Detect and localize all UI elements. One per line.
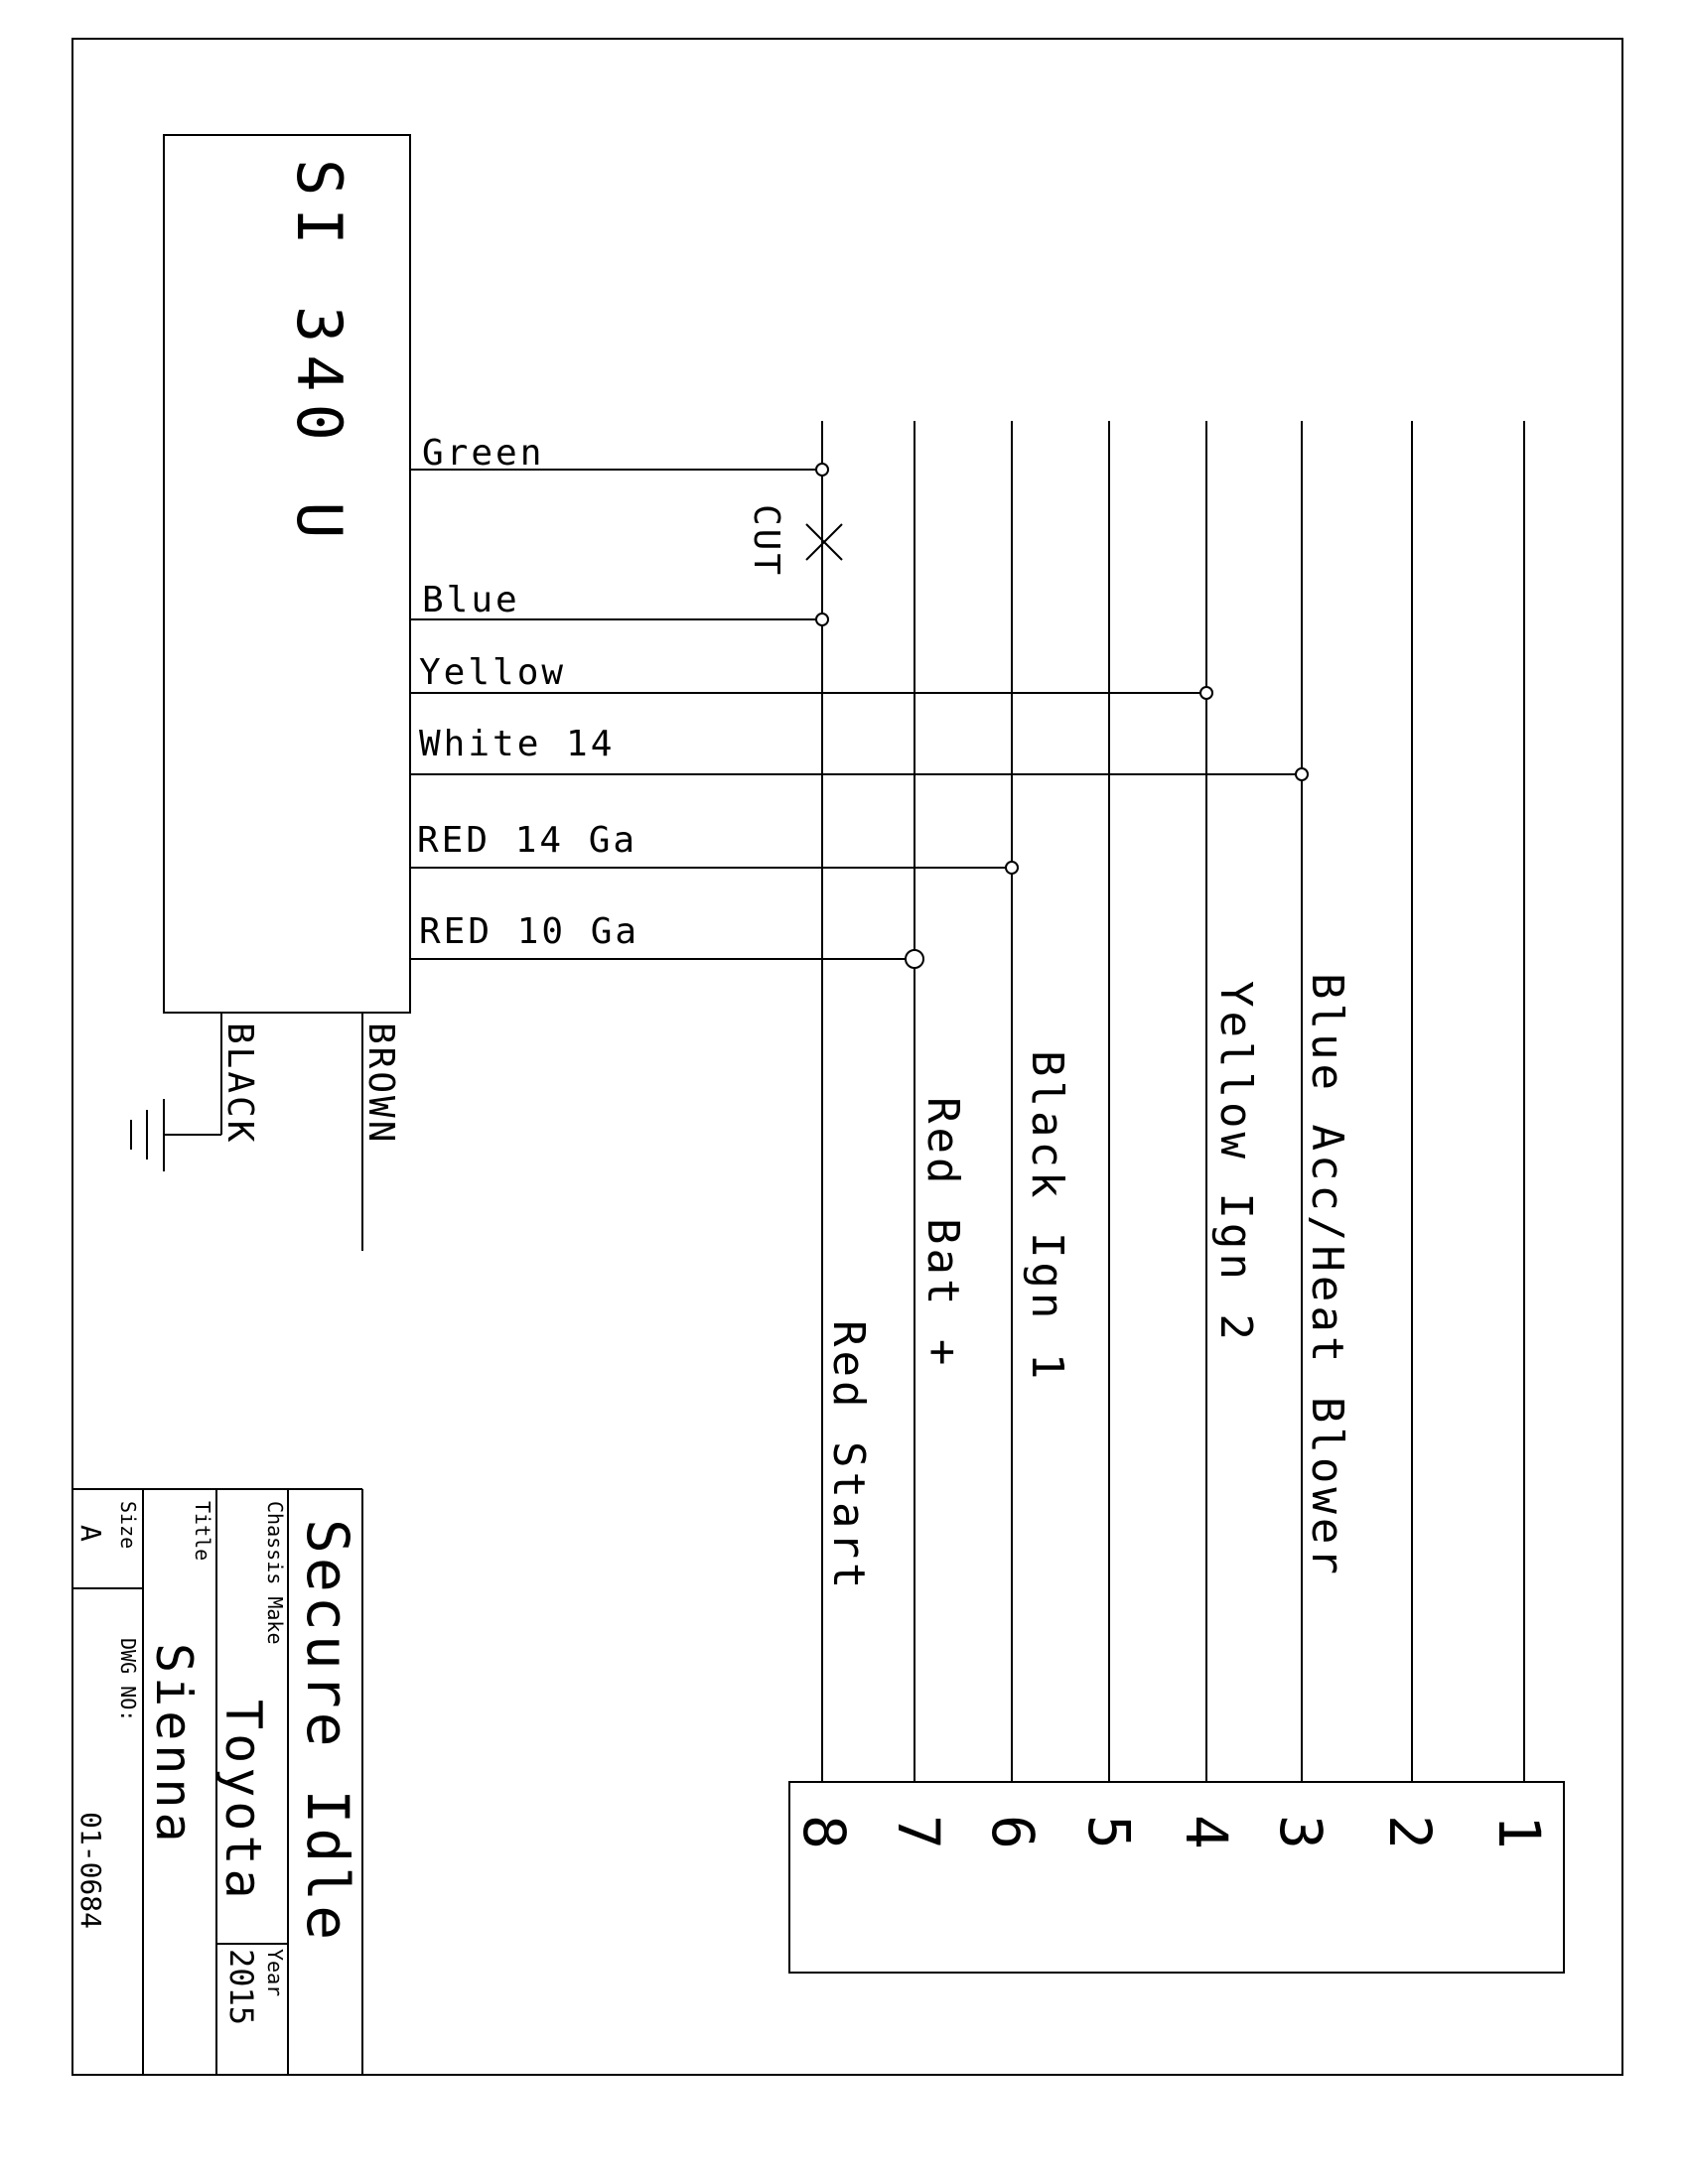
module-box (163, 134, 411, 1014)
pin-label: 5 (1075, 1815, 1143, 1849)
label-blue-acc: Blue Acc/Heat Blower (1302, 973, 1352, 1578)
title-title-label: Title (191, 1501, 214, 1561)
pin-label: 8 (790, 1815, 858, 1849)
connector-pins: 8 7 6 5 4 3 2 1 (790, 1815, 1553, 1849)
label-red10: RED 10 Ga (419, 911, 639, 952)
connector-box (788, 1781, 1565, 1974)
title-block (72, 1488, 363, 2075)
splice-red14 (1005, 861, 1019, 875)
label-black: BLACK (219, 1023, 260, 1145)
label-blue: Blue (422, 580, 520, 620)
label-white: White 14 (419, 724, 615, 764)
splice-red10 (905, 949, 924, 969)
splice-blue (815, 613, 829, 626)
title-size: A (74, 1525, 107, 1542)
title-year-label: Year (263, 1949, 287, 1996)
title-dwg-no-label: DWG NO: (116, 1638, 140, 1721)
label-red-start: Red Start (823, 1320, 874, 1592)
pin-label: 4 (1173, 1815, 1240, 1849)
splice-green (815, 463, 829, 477)
title-year: 2015 (222, 1949, 260, 2025)
pin-label: 6 (979, 1815, 1047, 1849)
label-brown: BROWN (360, 1023, 401, 1145)
label-green: Green (422, 433, 544, 474)
module-name: SI 340 U (283, 159, 355, 551)
title-dwg-no: 01-0684 (74, 1812, 107, 1929)
label-red14: RED 14 Ga (417, 820, 637, 861)
pin-label: 1 (1485, 1815, 1553, 1849)
splice-white (1295, 767, 1309, 781)
label-black-ign1: Black Ign 1 (1022, 1050, 1072, 1383)
splice-yellow (1199, 686, 1213, 700)
drawing-border (71, 38, 1623, 2076)
title-chassis-make: Toyota (214, 1700, 272, 1903)
label-yellow: Yellow (419, 652, 566, 693)
label-red-bat: Red Bat + (917, 1097, 968, 1369)
label-yellow-ign2: Yellow Ign 2 (1210, 981, 1261, 1344)
pin-label: 2 (1376, 1815, 1444, 1849)
title-title: Sienna (145, 1643, 203, 1846)
pin-label: 7 (885, 1815, 952, 1849)
title-product: Secure Idle (294, 1519, 361, 1944)
pin-label: 3 (1267, 1815, 1335, 1849)
cut-icon (805, 523, 843, 561)
ground-icon (130, 1099, 165, 1171)
title-size-label: Size (116, 1501, 140, 1549)
title-chassis-make-label: Chassis Make (263, 1501, 287, 1645)
cut-label: CUT (746, 504, 786, 578)
